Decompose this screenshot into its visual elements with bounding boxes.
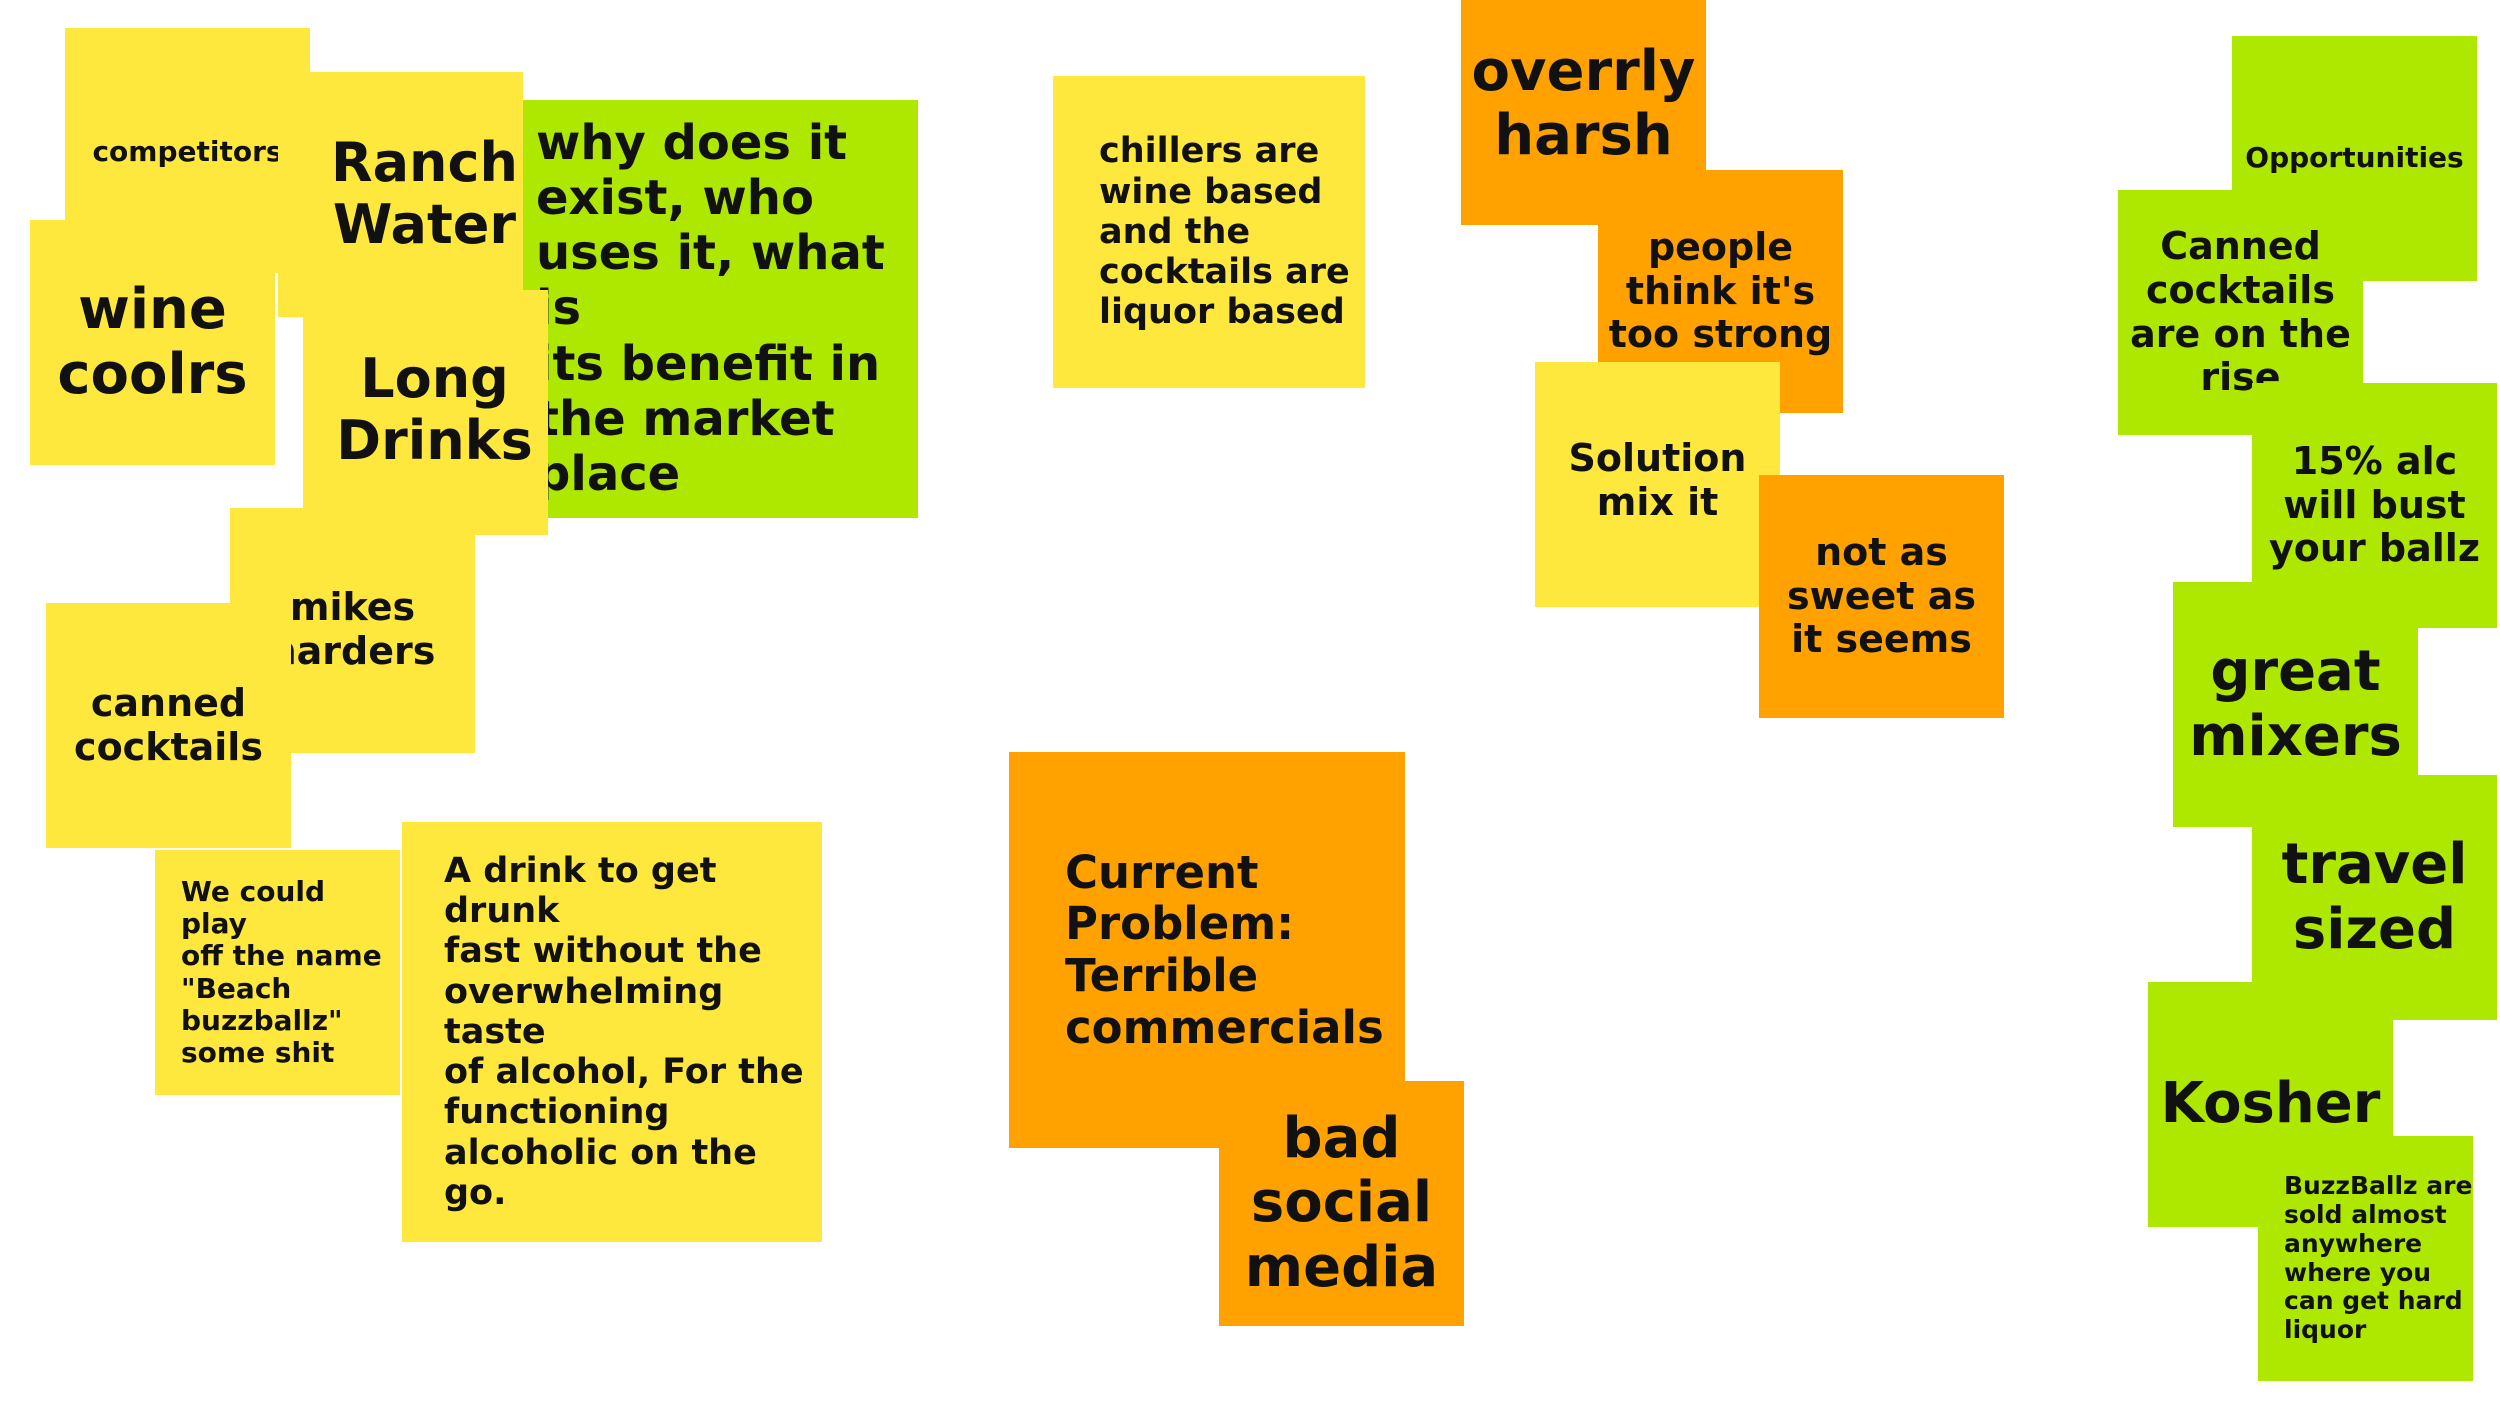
- sticky-note-long-drinks[interactable]: Long Drinks: [303, 290, 548, 535]
- sticky-note-text: 15% alc will bust your ballz: [2269, 438, 2480, 571]
- sticky-note-text: mikes harders: [269, 585, 436, 673]
- sticky-note-text: competitors: [92, 135, 283, 168]
- sticky-note-bad-social-media[interactable]: bad social media: [1219, 1081, 1464, 1326]
- sticky-note-great-mixers[interactable]: great mixers: [2173, 582, 2418, 827]
- sticky-note-solution-mix[interactable]: Solution mix it: [1535, 362, 1780, 607]
- sticky-note-canned-on-rise[interactable]: Canned cocktails are on the rise: [2118, 190, 2363, 435]
- sticky-note-text: Current Problem: Terrible commercials: [1065, 845, 1384, 1054]
- sticky-note-text: wine coolrs: [57, 277, 248, 407]
- sticky-note-text: great mixers: [2189, 639, 2402, 769]
- sticky-note-text: travel sized: [2281, 832, 2468, 962]
- sticky-note-text: Long Drinks: [336, 347, 533, 473]
- sticky-note-text: Kosher: [2160, 1071, 2381, 1137]
- sticky-note-text: A drink to get drunk fast without the ov…: [444, 850, 804, 1213]
- sticky-note-not-as-sweet[interactable]: not as sweet as it seems: [1759, 475, 2004, 718]
- sticky-note-text: canned cocktails: [74, 680, 263, 769]
- sticky-note-text: not as sweet as it seems: [1787, 529, 1976, 662]
- sticky-note-why-exist[interactable]: why does it exist, who uses it, what is …: [520, 100, 918, 518]
- sticky-note-text: why does it exist, who uses it, what is …: [536, 114, 885, 502]
- sticky-note-text: bad social media: [1244, 1105, 1439, 1300]
- sticky-note-travel-sized[interactable]: travel sized: [2252, 775, 2497, 1020]
- sticky-note-beach-buzzballz[interactable]: We could play off the name "Beach buzzba…: [155, 850, 400, 1095]
- sticky-note-text: We could play off the name "Beach buzzba…: [181, 874, 382, 1069]
- sticky-note-text: Solution mix it: [1568, 436, 1747, 524]
- sticky-note-canned-cocktails[interactable]: canned cocktails: [46, 603, 291, 848]
- sticky-note-drink-to-get-drunk[interactable]: A drink to get drunk fast without the ov…: [402, 822, 822, 1242]
- sticky-note-current-problem[interactable]: Current Problem: Terrible commercials: [1009, 752, 1405, 1148]
- sticky-note-text: BuzzBallz are sold almost anywhere where…: [2284, 1171, 2473, 1344]
- sticky-note-text: Ranch Water: [331, 131, 518, 257]
- sticky-note-text: Canned cocktails are on the rise: [2130, 224, 2351, 400]
- sticky-note-text: chillers are wine based and the cocktail…: [1099, 131, 1350, 333]
- sticky-note-text: overrly harsh: [1471, 39, 1696, 169]
- sticky-note-wine-coolrs[interactable]: wine coolrs: [30, 220, 275, 465]
- sticky-note-sold-everywhere[interactable]: BuzzBallz are sold almost anywhere where…: [2258, 1136, 2473, 1381]
- sticky-note-text: Opportunities: [2245, 141, 2464, 175]
- sticky-note-text: people think it's too strong: [1608, 224, 1833, 357]
- sticky-note-chillers[interactable]: chillers are wine based and the cocktail…: [1053, 76, 1365, 388]
- sticky-note-ranch-water[interactable]: Ranch Water: [278, 72, 523, 317]
